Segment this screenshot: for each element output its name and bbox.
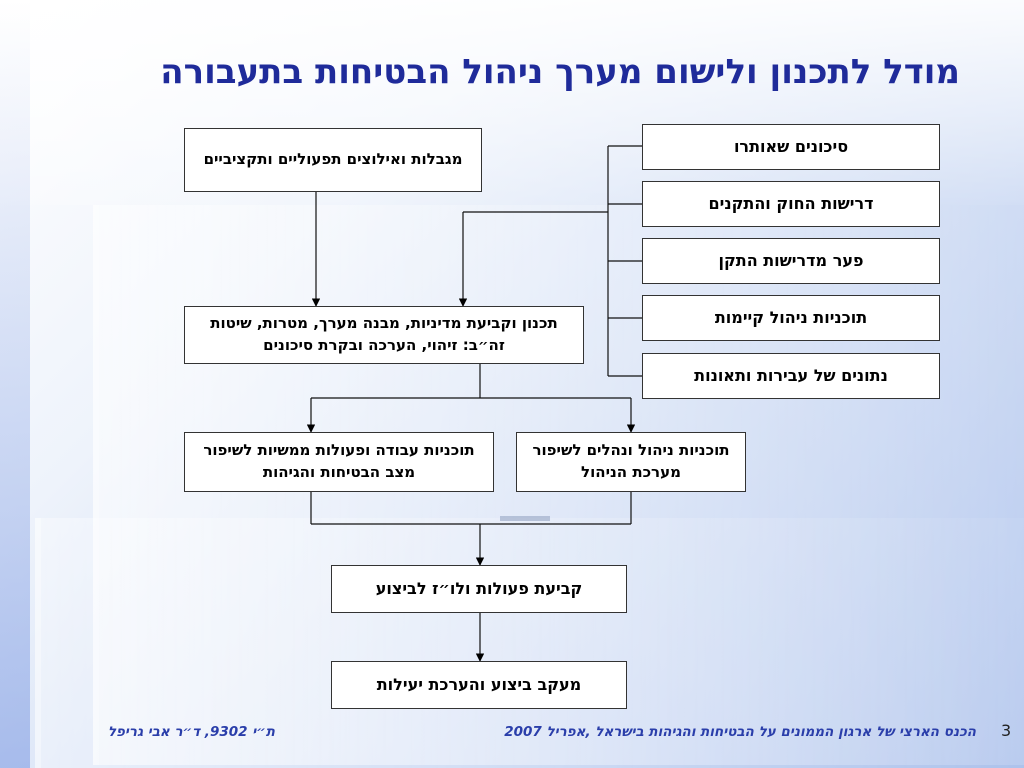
footer-author: ת״י 9302, ד״ר אבי גריפל xyxy=(107,724,275,740)
footer-conference: הכנס הארצי של ארגון הממונים על הבטיחות ו… xyxy=(504,724,976,740)
box-gap: פער מדרישות התקן xyxy=(642,238,940,284)
box-work-plans: תוכניות עבודה ופעולות ממשיות לשיפור מצב … xyxy=(184,432,494,492)
box-constraints: מגבלות ואילוצים תפעוליים ותקציביים xyxy=(184,128,482,192)
box-mgmt-plans: תוכניות ניהול ונהלים לשיפור מערכת הניהול xyxy=(516,432,746,492)
box-risks: סיכונים שאותרו xyxy=(642,124,940,170)
box-existing: תוכניות ניהול קיימות xyxy=(642,295,940,341)
box-monitor: מעקב ביצוע והערכת יעילות xyxy=(331,661,627,709)
box-planning: תכנון וקביעת מדיניות, מבנה מערך, מטרות, … xyxy=(184,306,584,364)
box-actions: קביעת פעולות ולו״ז לביצוע xyxy=(331,565,627,613)
slide-title: מודל לתכנון ולישום מערך ניהול הבטיחות בת… xyxy=(160,52,960,92)
page-number: 3 xyxy=(1001,721,1012,740)
box-law: דרישות החוק והתקנים xyxy=(642,181,940,227)
box-data: נתונים של עבירות ותאונות xyxy=(642,353,940,399)
